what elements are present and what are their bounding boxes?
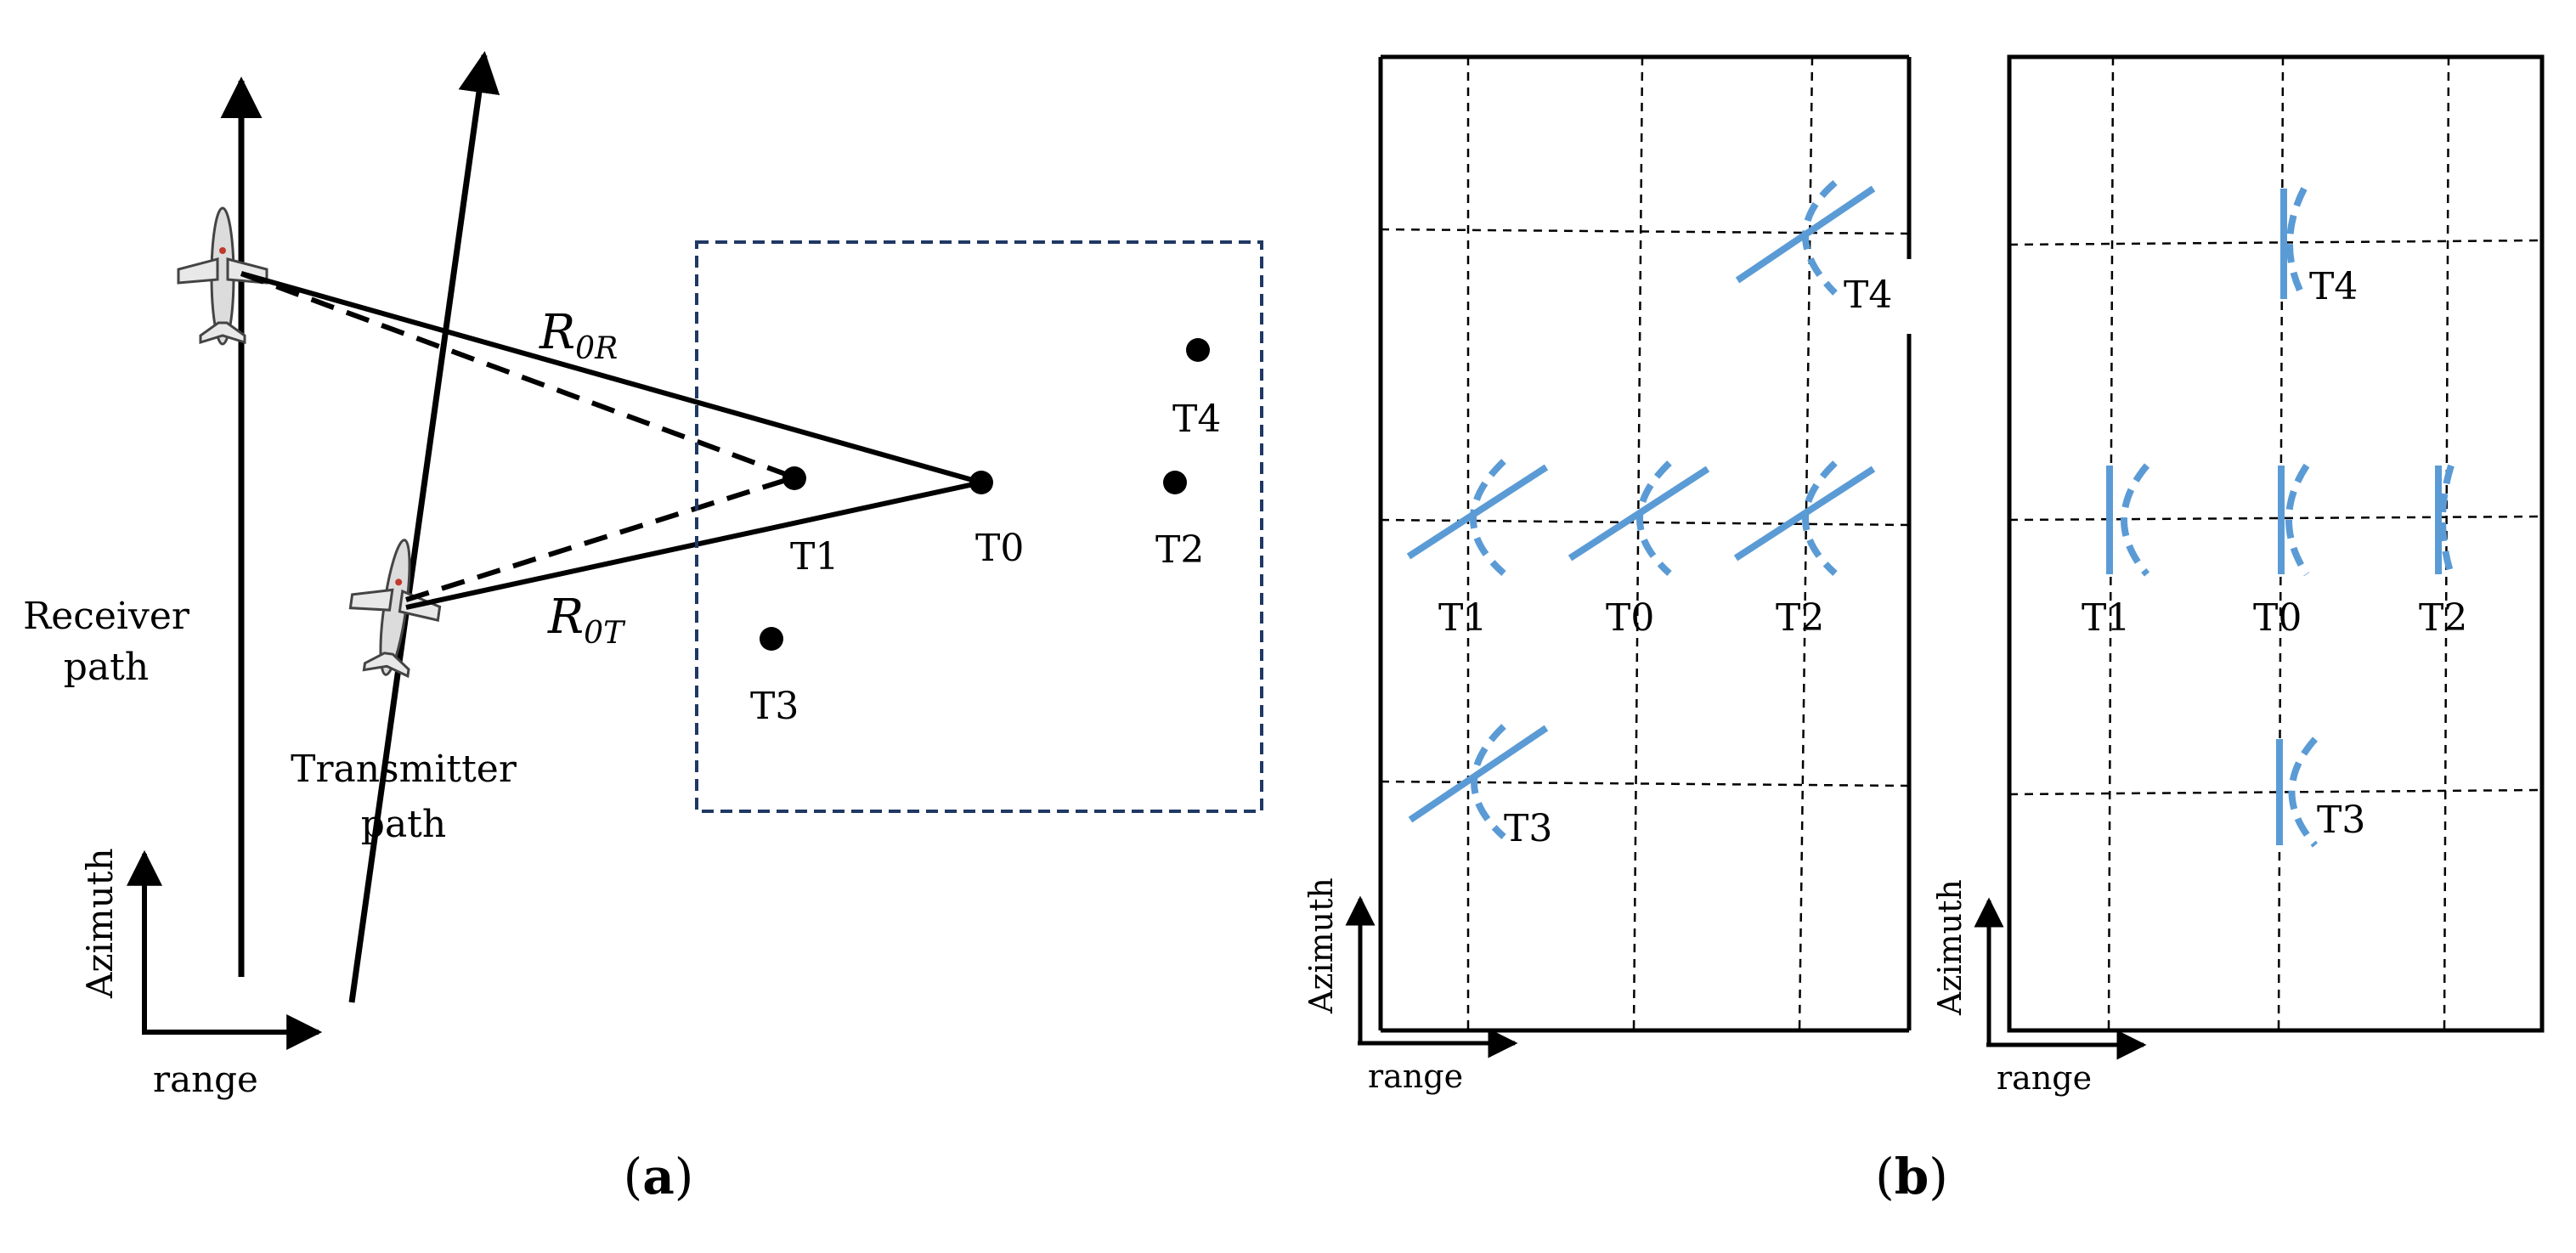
panel-a-caption: (a): [624, 1148, 694, 1205]
grid-right-t1-label: T1: [2082, 596, 2130, 640]
target-t4-dot: [1186, 338, 1210, 362]
grid-right-t0-label: T0: [2253, 596, 2302, 640]
grid-left-t3-label: T3: [1504, 807, 1552, 850]
grid-left-dashes: [1380, 56, 1910, 1031]
target-t0-label: T0: [975, 527, 1024, 570]
grid-right-dashes: [2008, 56, 2543, 1031]
grid-left-azimuth-label: Azimuth: [1302, 878, 1340, 1014]
panel-b-caption: (b): [1875, 1148, 1948, 1205]
r0r-label: R0R: [539, 305, 618, 366]
r-t0-hyperbola-curve: [2285, 463, 2310, 577]
target-t2-dot: [1163, 471, 1187, 494]
azimuth-axis-label: Azimuth: [79, 848, 121, 999]
target-t2-label: T2: [1155, 528, 1204, 572]
receiver-dashed-line: [240, 271, 796, 480]
grid-left-curves: [1406, 179, 1876, 839]
r-t3-hyperbola-curve: [2288, 737, 2319, 848]
grid-right-azimuth-label: Azimuth: [1931, 879, 1969, 1016]
transmitter-path-label-2: path: [361, 803, 446, 846]
transmitter-aircraft-icon: [348, 539, 442, 679]
t1-hyperbola-curve: [1470, 459, 1506, 577]
r0t-solid-line: [405, 480, 982, 610]
grid-left-range-label: range: [1368, 1058, 1463, 1095]
panel-b-right-grid: T1 T0 T2 T3 T4 Azimuth range: [1931, 54, 2545, 1097]
grid-right-curves: [2106, 187, 2455, 848]
receiver-aircraft-icon: [177, 206, 268, 346]
grid-left-t0-label: T0: [1606, 596, 1654, 640]
t0-hyperbola-curve: [1636, 460, 1672, 576]
grid-right-t4-label: T4: [2309, 265, 2358, 308]
transmitter-path-label: Transmitter: [291, 748, 517, 791]
panel-a: T1 T0 T2 T3 T4 R0R R0T Receiver path Tra…: [23, 51, 1263, 1205]
target-t1-label: T1: [790, 535, 839, 579]
grid-left-t2-label: T2: [1776, 596, 1824, 640]
target-t1-dot: [782, 466, 806, 490]
scene-box: [695, 240, 1263, 813]
r0t-label: R0T: [547, 590, 626, 651]
target-t0-dot: [969, 471, 993, 494]
grid-right-range-label: range: [1997, 1059, 2092, 1097]
grid-right-border: [2007, 54, 2545, 1033]
t4-hyperbola-curve: [1802, 179, 1838, 296]
r-t4-hyperbola-curve: [2286, 187, 2308, 301]
panel-b-left-grid: T1 T0 T2 T3 T4 Azimuth range: [1302, 54, 1912, 1095]
grid-right-t3-label: T3: [2317, 799, 2365, 842]
transmitter-path-line: [348, 51, 500, 1003]
receiver-path-label: Receiver: [23, 595, 190, 638]
grid-left-t4-label: T4: [1844, 274, 1892, 317]
target-t4-label: T4: [1172, 398, 1221, 441]
t2-hyperbola-curve: [1802, 460, 1838, 576]
grid-left-t1-label: T1: [1438, 596, 1487, 640]
t3-hyperbola-curve: [1471, 724, 1506, 839]
r-t2-hyperbola-curve: [2439, 464, 2455, 576]
target-t3-dot: [760, 627, 783, 651]
transmitter-dashed-line: [405, 475, 795, 602]
r0r-solid-line: [240, 271, 982, 485]
grid-right-t2-label: T2: [2419, 596, 2467, 640]
target-t3-label: T3: [750, 685, 799, 728]
receiver-path-label-2: path: [64, 646, 149, 689]
t1-straight-curve: [1406, 464, 1549, 560]
r-t1-hyperbola-curve: [2121, 463, 2150, 577]
t3-straight-curve: [1408, 725, 1549, 823]
range-axis-label: range: [153, 1058, 258, 1100]
